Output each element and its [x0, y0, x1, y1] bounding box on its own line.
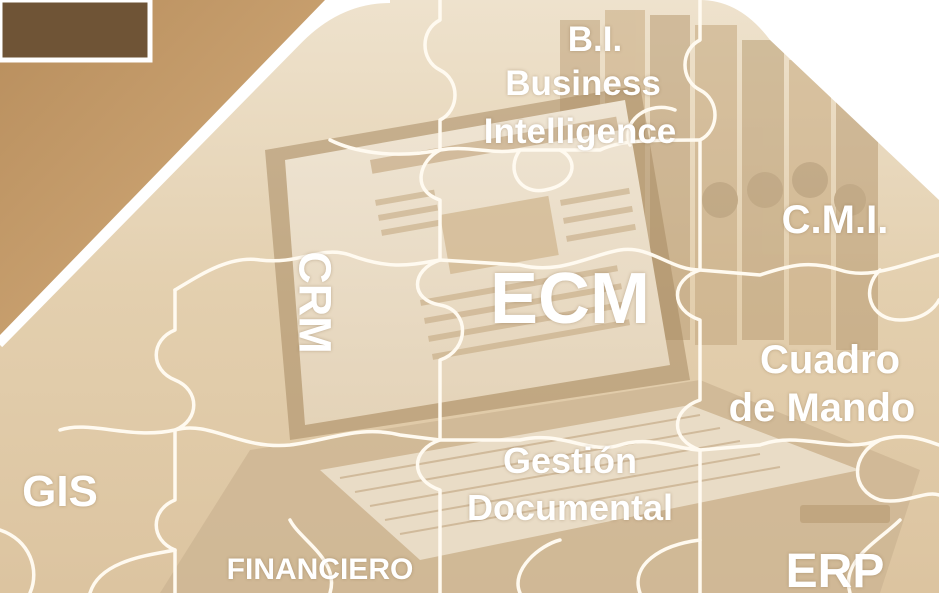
label-erp: ERP — [785, 545, 885, 593]
label-intelligence: Intelligence — [483, 112, 677, 151]
label-gestion: Gestión — [502, 440, 637, 481]
brown-diagonal-panel — [0, 0, 325, 335]
dark-corner-box — [0, 0, 153, 63]
label-cuadro: Cuadro — [760, 338, 900, 382]
label-gis: GIS — [22, 467, 98, 516]
label-de-mando: de Mando — [728, 386, 916, 430]
label-bi-short: B.I. — [567, 20, 623, 59]
label-ecm: ECM — [490, 259, 650, 339]
label-business: Business — [505, 64, 661, 103]
label-financiero: FINANCIERO — [226, 553, 414, 586]
label-cmi: C.M.I. — [781, 198, 889, 242]
label-crm: CRM — [289, 251, 341, 354]
label-documental: Documental — [466, 487, 674, 528]
